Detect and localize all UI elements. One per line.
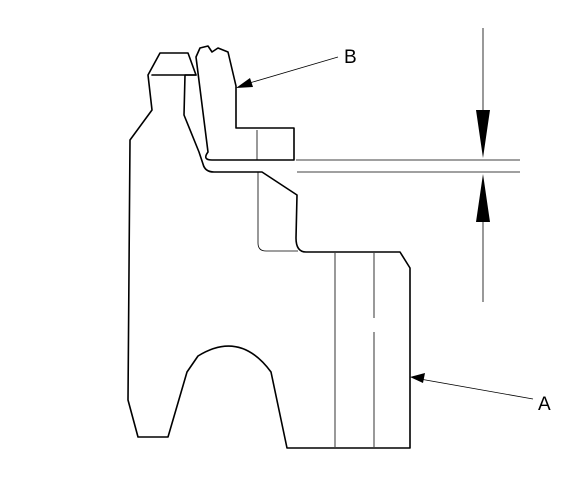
dimension-arrow-down-icon [476, 110, 490, 158]
part-b-outline [195, 45, 295, 161]
callout-a-label: A [538, 394, 551, 415]
part-a-outline [127, 52, 411, 449]
dimension-arrow-up-icon [476, 174, 490, 222]
part-a-inner-contour [257, 172, 298, 252]
callout-b-label: B [344, 47, 357, 68]
callout-b-arrowhead-icon [236, 78, 253, 88]
callout-b-leader [245, 56, 339, 85]
callout-a-leader [419, 378, 534, 400]
callout-a-arrowhead-icon [410, 373, 425, 383]
